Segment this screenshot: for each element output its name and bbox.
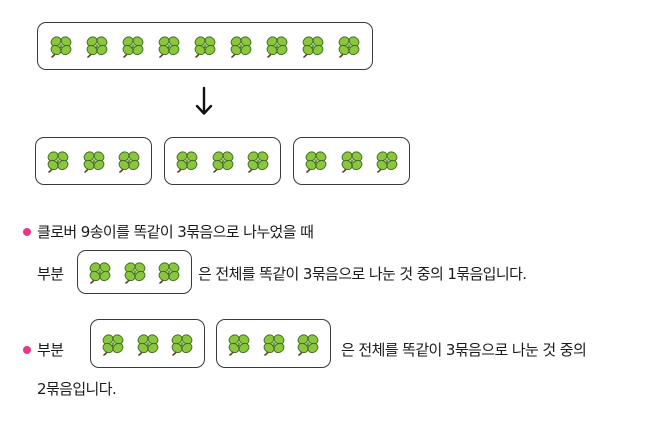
point1-suffix: 은 전체를 똑같이 3묶음으로 나눈 것 중의 1묶음입니다. xyxy=(198,265,527,283)
clover-bundle-2 xyxy=(164,137,281,185)
down-arrow-icon xyxy=(195,86,213,115)
clover-bundle-1 xyxy=(35,137,152,185)
clover-icon xyxy=(100,331,126,357)
clover-bundle-3 xyxy=(293,137,410,185)
point1-line1: 클로버 9송이를 똑같이 3묶음으로 나누었을 때 xyxy=(37,223,314,241)
clover-icon xyxy=(48,33,74,59)
clover-icon xyxy=(374,148,400,174)
clover-icon xyxy=(116,148,142,174)
point2-clover-box-2 xyxy=(216,319,331,368)
clover-icon xyxy=(156,259,182,285)
clover-icon xyxy=(174,148,200,174)
point1-prefix: 부분 xyxy=(37,265,64,283)
clover-icon xyxy=(295,331,321,357)
clover-icon xyxy=(84,33,110,59)
point2-line2: 2묶음입니다. xyxy=(37,380,117,398)
clover-icon xyxy=(210,148,236,174)
bullet-point-2 xyxy=(23,346,31,354)
clover-icon xyxy=(81,148,107,174)
clover-icon xyxy=(45,148,71,174)
point2-prefix: 부분 xyxy=(37,341,64,359)
clover-icon xyxy=(300,33,326,59)
bullet-point-1 xyxy=(23,228,31,236)
point1-clover-box xyxy=(77,250,192,294)
clover-icon xyxy=(156,33,182,59)
clover-icon xyxy=(245,148,271,174)
clover-icon xyxy=(264,33,290,59)
clover-icon xyxy=(261,331,287,357)
clover-icon xyxy=(228,33,254,59)
clover-icon xyxy=(120,33,146,59)
point2-suffix: 은 전체를 똑같이 3묶음으로 나눈 것 중의 xyxy=(341,341,587,359)
clover-icon xyxy=(303,148,329,174)
clover-icon xyxy=(336,33,362,59)
clover-icon xyxy=(192,33,218,59)
clover-icon xyxy=(87,259,113,285)
point2-clover-box-1 xyxy=(90,319,205,368)
clover-icon xyxy=(226,331,252,357)
clover-icon xyxy=(122,259,148,285)
clover-icon xyxy=(339,148,365,174)
clover-icon xyxy=(169,331,195,357)
clover-icon xyxy=(135,331,161,357)
clover-group-all xyxy=(37,22,373,70)
